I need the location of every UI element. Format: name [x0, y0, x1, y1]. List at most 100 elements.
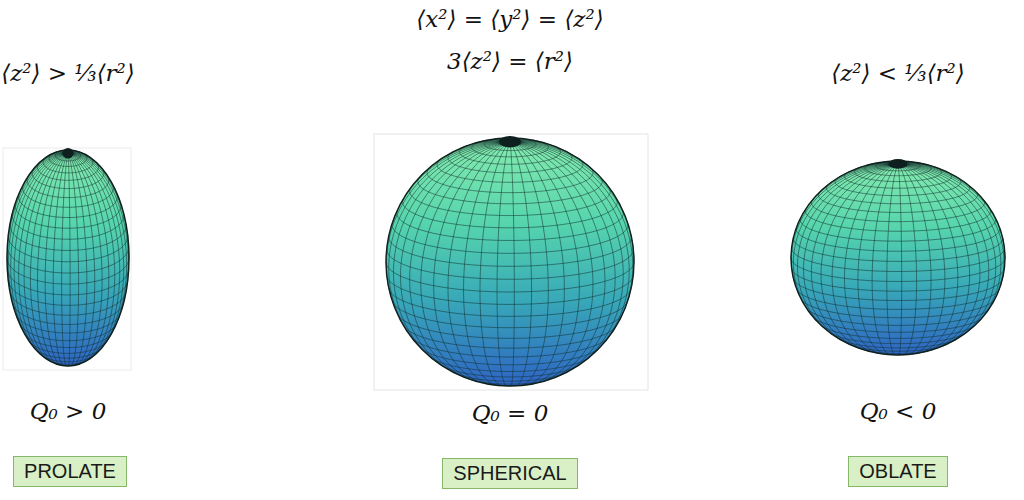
shape-condition: ⟨x²⟩ = ⟨y²⟩ = ⟨z²⟩ — [416, 6, 603, 32]
grid-line — [68, 153, 79, 366]
grid-line — [804, 164, 898, 345]
shape-condition: ⟨z²⟩ > ⅓⟨r²⟩ — [1, 60, 135, 86]
grid-line — [858, 164, 898, 355]
quadrupole-moment: Q₀ < 0 — [860, 398, 937, 424]
grid-line — [480, 142, 510, 386]
grid-line — [826, 184, 969, 204]
grid-line — [62, 153, 68, 366]
grid-line — [410, 187, 611, 215]
grid-line — [448, 152, 572, 173]
image-frame — [3, 148, 131, 370]
grid-line — [872, 164, 898, 355]
spheroid-outline — [7, 150, 129, 366]
grid-line — [30, 153, 68, 364]
spheroid — [386, 136, 634, 386]
shape-condition: 3⟨z²⟩ = ⟨r²⟩ — [447, 48, 573, 74]
quadrupole-moment: Q₀ > 0 — [30, 398, 107, 424]
grid-line — [389, 142, 510, 343]
shape-name: PROLATE — [24, 460, 116, 483]
grid-line — [13, 304, 123, 324]
grid-line — [510, 142, 593, 383]
grid-line — [510, 142, 629, 357]
grid-line — [393, 302, 628, 328]
spheroid-surface — [7, 150, 129, 366]
shape-name: OBLATE — [859, 460, 936, 483]
grid-line — [806, 308, 989, 325]
grid-line — [793, 164, 898, 321]
grid-line — [510, 142, 564, 385]
grid-line — [898, 164, 917, 355]
image-frame — [374, 134, 648, 390]
grid-line — [510, 142, 514, 386]
shape-name-box: OBLATE — [848, 456, 948, 487]
grid-line — [427, 167, 593, 192]
grid-line — [387, 276, 633, 304]
grid-line — [793, 279, 1002, 301]
quadrupole-moment: Q₀ = 0 — [472, 400, 549, 426]
grid-line — [898, 164, 996, 342]
grid-line — [796, 164, 898, 227]
grid-line — [797, 289, 999, 309]
grid-line — [898, 164, 1001, 332]
spheroid-surface — [791, 161, 1005, 355]
grid-line — [38, 162, 99, 180]
grid-line — [68, 153, 87, 365]
grid-line — [898, 164, 970, 352]
grid-line — [68, 153, 124, 351]
grid-line — [386, 142, 510, 295]
grid-line — [510, 142, 532, 386]
grid-line — [19, 193, 118, 217]
grid-line — [68, 153, 70, 366]
shape-condition: ⟨z²⟩ < ⅓⟨r²⟩ — [831, 60, 965, 86]
grid-line — [404, 326, 616, 348]
grid-line — [510, 142, 548, 386]
grid-line — [898, 164, 902, 355]
grid-line — [389, 289, 631, 317]
spheroid — [7, 148, 129, 366]
grid-line — [845, 164, 899, 354]
grid-line — [68, 153, 127, 340]
grid-line — [887, 164, 898, 355]
spheroid — [791, 159, 1005, 355]
grid-line — [19, 153, 68, 360]
grid-line — [8, 281, 127, 305]
grid-line — [7, 153, 68, 287]
grid-line — [898, 164, 931, 355]
grid-line — [832, 164, 898, 353]
grid-line — [8, 153, 68, 328]
grid-line — [392, 142, 510, 223]
grid-line — [811, 164, 898, 350]
spheroid-outline — [791, 161, 1005, 355]
grid-line — [389, 235, 632, 266]
grid-line — [510, 142, 623, 370]
grid-line — [68, 153, 95, 365]
grid-line — [7, 270, 128, 295]
grid-line — [11, 153, 68, 348]
grid-line — [410, 142, 510, 379]
grid-line — [811, 200, 984, 222]
grid-line — [401, 142, 510, 374]
shape-name-box: SPHERICAL — [442, 458, 578, 489]
grid-line — [434, 142, 510, 384]
grid-line — [792, 269, 1005, 291]
grid-line — [448, 142, 510, 385]
grid-line — [398, 315, 622, 338]
grid-line — [45, 153, 68, 365]
grid-line — [510, 142, 579, 384]
grid-line — [797, 164, 898, 339]
spheroid-surface — [386, 138, 634, 386]
grid-line — [510, 142, 634, 262]
spheroid-outline — [386, 138, 634, 386]
shape-name-box: PROLATE — [13, 456, 127, 487]
grid-line — [898, 164, 1005, 258]
grid-line — [898, 164, 958, 354]
grid-line — [464, 142, 510, 386]
grid-line — [845, 172, 952, 189]
grid-line — [14, 153, 68, 355]
grid-line — [497, 142, 510, 386]
grid-line — [393, 142, 510, 366]
shape-name: SPHERICAL — [453, 462, 566, 485]
grid-line — [791, 164, 898, 284]
grid-line — [68, 153, 102, 364]
grid-line — [898, 164, 945, 354]
